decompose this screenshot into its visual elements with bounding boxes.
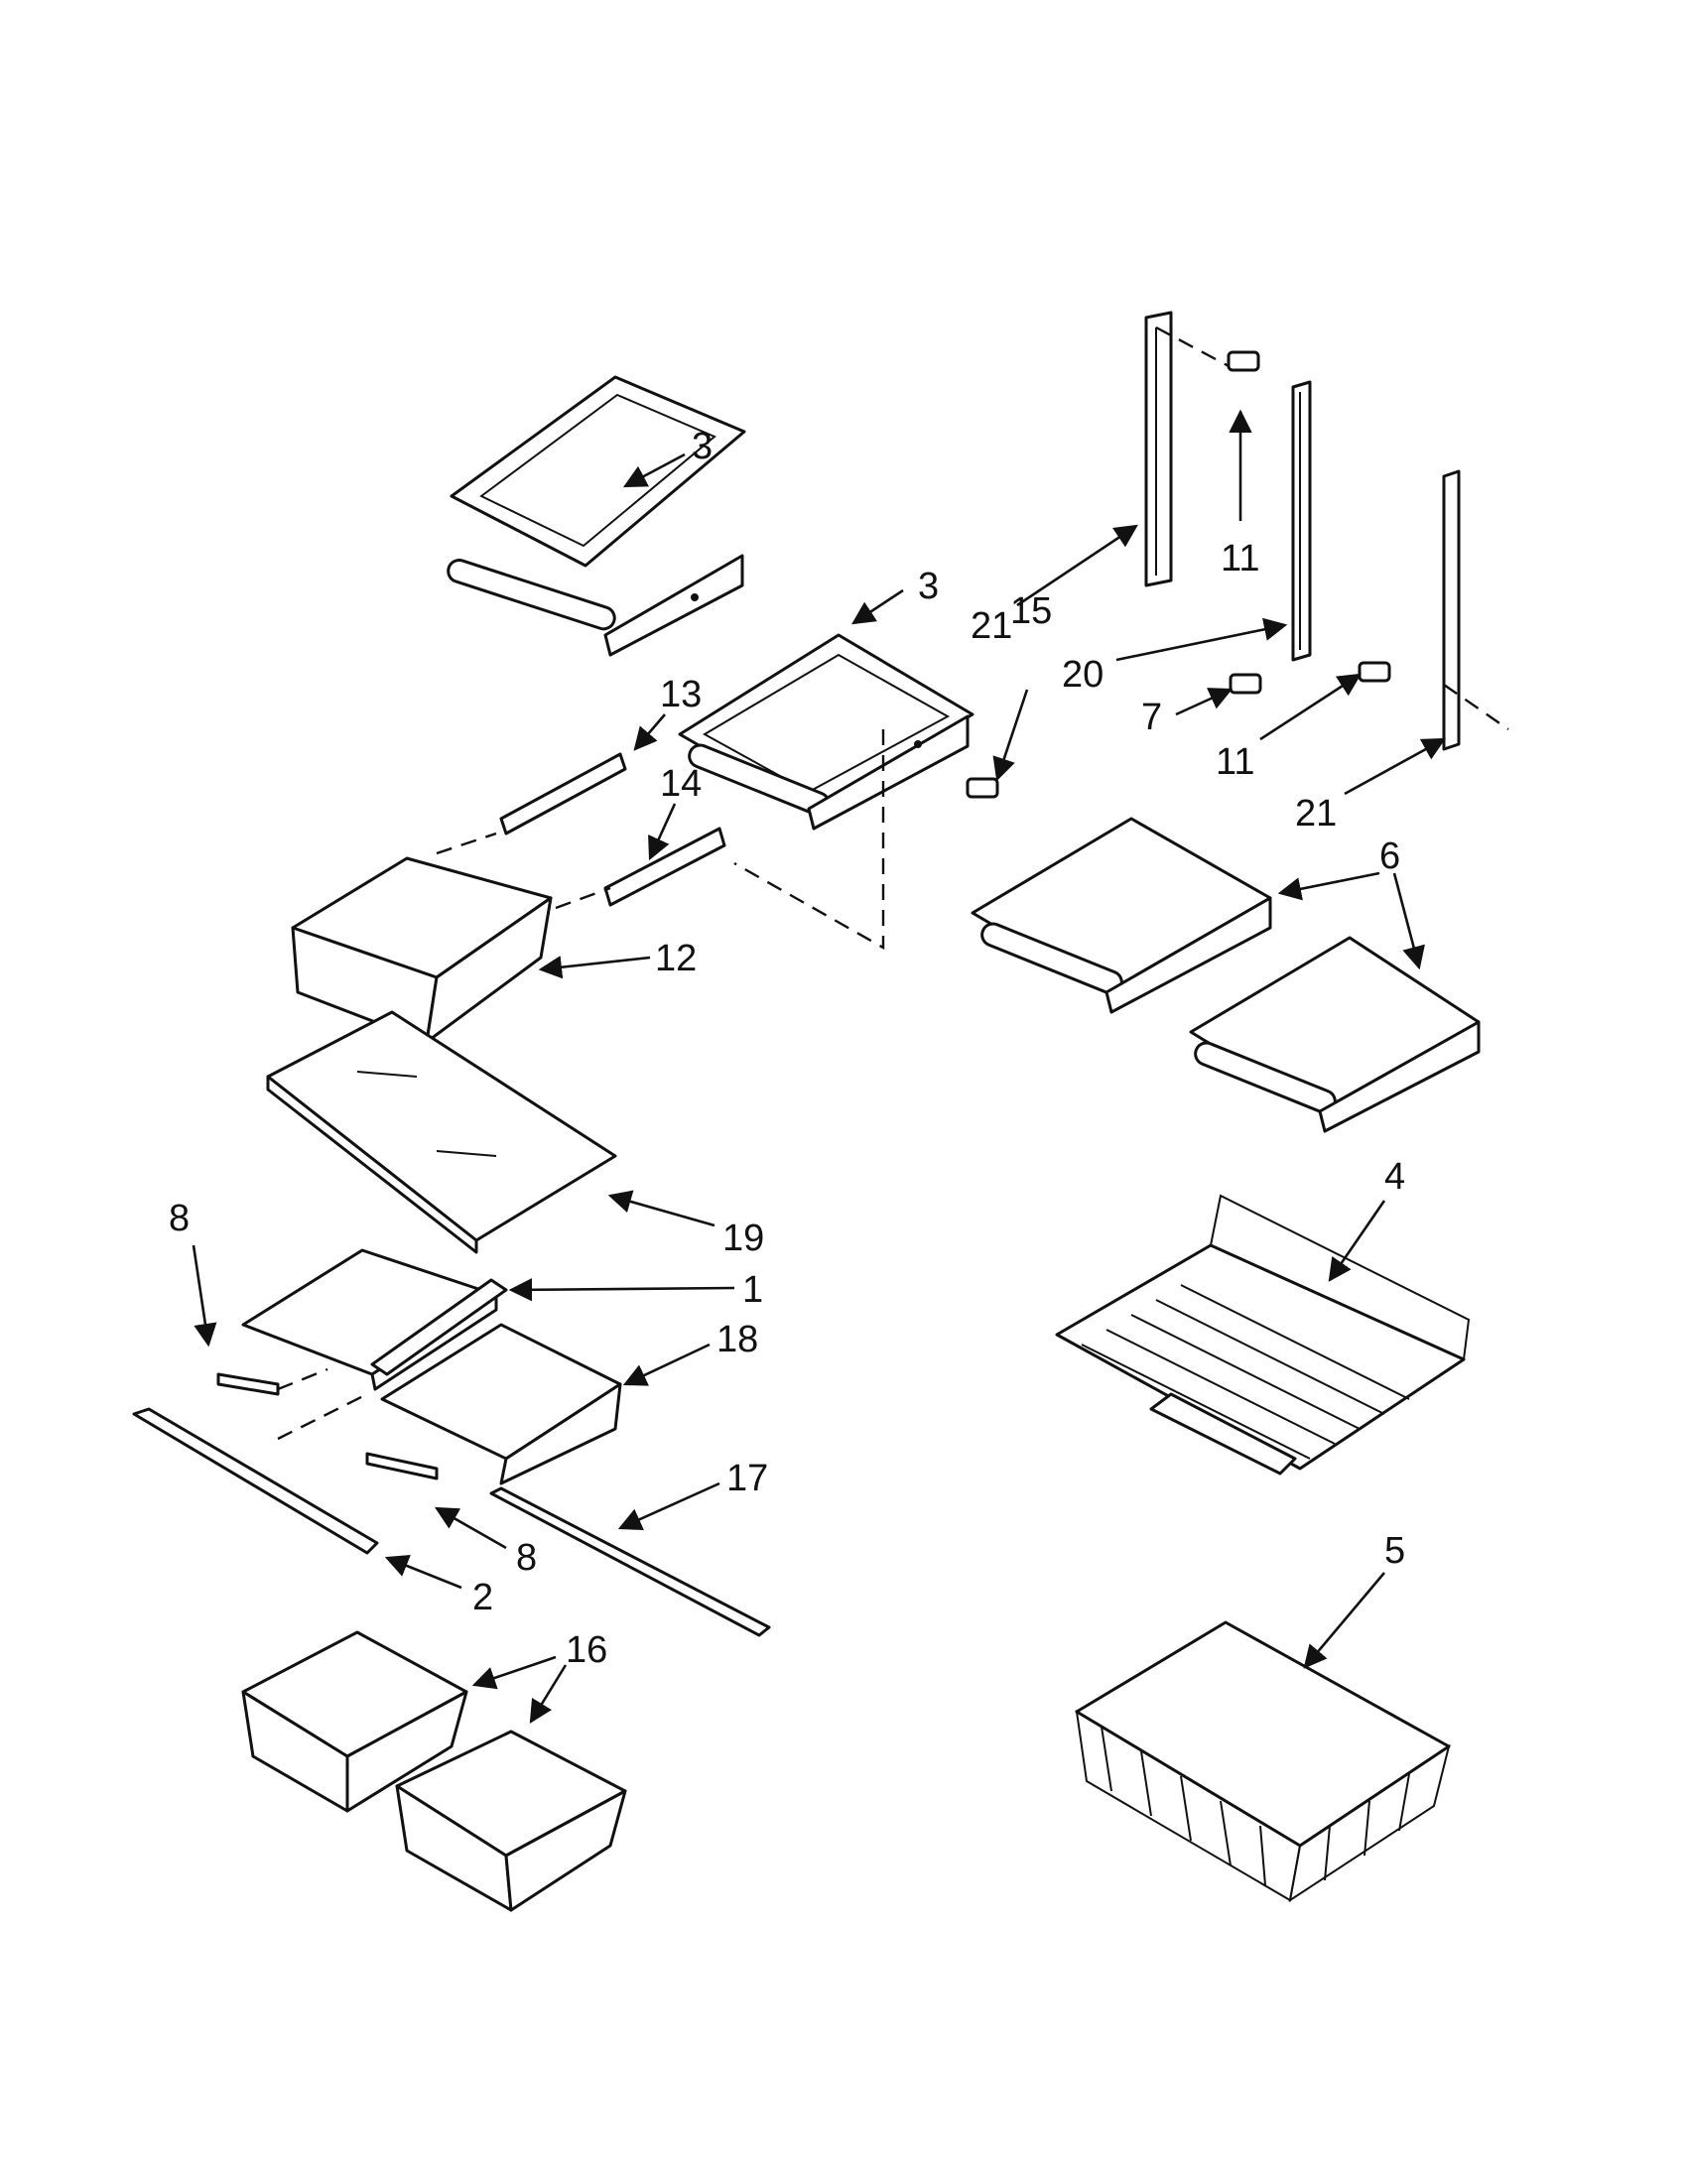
ladder-rail-21b — [1442, 469, 1509, 751]
glass-shelf-19 — [266, 1010, 617, 1254]
crisper-12 — [291, 832, 611, 1044]
screw-7 — [1229, 673, 1262, 695]
tray-frame-1 — [241, 1248, 508, 1391]
callout-20: 20 — [1062, 654, 1104, 696]
shelf-6b — [1189, 936, 1481, 1133]
callout-1: 1 — [742, 1269, 763, 1311]
shelf-middle — [678, 633, 974, 831]
wire-shelf-4 — [1055, 1194, 1471, 1476]
bin-16b — [395, 1730, 627, 1912]
slide-13 — [499, 752, 627, 835]
callout-3a: 3 — [692, 426, 713, 467]
callout-14: 14 — [660, 763, 702, 805]
screw-11b — [1358, 661, 1391, 683]
slide-14 — [603, 827, 726, 907]
callout-8b: 8 — [516, 1537, 537, 1579]
callout-13: 13 — [660, 674, 702, 715]
callout-15: 15 — [1010, 590, 1052, 632]
trim-2 — [132, 1407, 379, 1555]
callout-6: 6 — [1379, 835, 1400, 877]
ladder-rail-21a — [1144, 311, 1232, 587]
bin-16a — [241, 1630, 468, 1813]
tray-18 — [380, 1323, 622, 1485]
callout-16: 16 — [566, 1629, 607, 1671]
callout-11b: 11 — [1216, 741, 1254, 783]
callout-18: 18 — [716, 1319, 758, 1360]
screw-11a — [1227, 350, 1260, 372]
leaders — [192, 409, 1447, 1724]
slide-8b — [365, 1452, 439, 1480]
callout-2: 2 — [472, 1577, 493, 1618]
shelf-6a — [971, 817, 1272, 1014]
callout-labels: 3 3 21 15 11 20 7 11 21 13 14 12 6 19 8 … — [169, 426, 1405, 1671]
callout-11a: 11 — [1221, 538, 1259, 579]
callout-4: 4 — [1384, 1156, 1405, 1198]
rod-17 — [489, 1486, 771, 1637]
wire-basket-5 — [1075, 1620, 1451, 1903]
screw-15 — [966, 777, 999, 799]
callout-17: 17 — [726, 1458, 768, 1499]
callout-12: 12 — [655, 938, 697, 979]
callout-21a: 21 — [971, 605, 1012, 647]
callout-19: 19 — [722, 1218, 764, 1259]
slide-8a — [216, 1372, 280, 1396]
callout-5: 5 — [1384, 1530, 1405, 1572]
ladder-rail-20 — [1291, 380, 1312, 662]
shelf-upper-left — [447, 375, 746, 657]
callout-8a: 8 — [169, 1198, 190, 1239]
callout-3b: 3 — [918, 566, 939, 607]
callout-21b: 21 — [1295, 793, 1337, 835]
callout-7: 7 — [1141, 697, 1162, 738]
